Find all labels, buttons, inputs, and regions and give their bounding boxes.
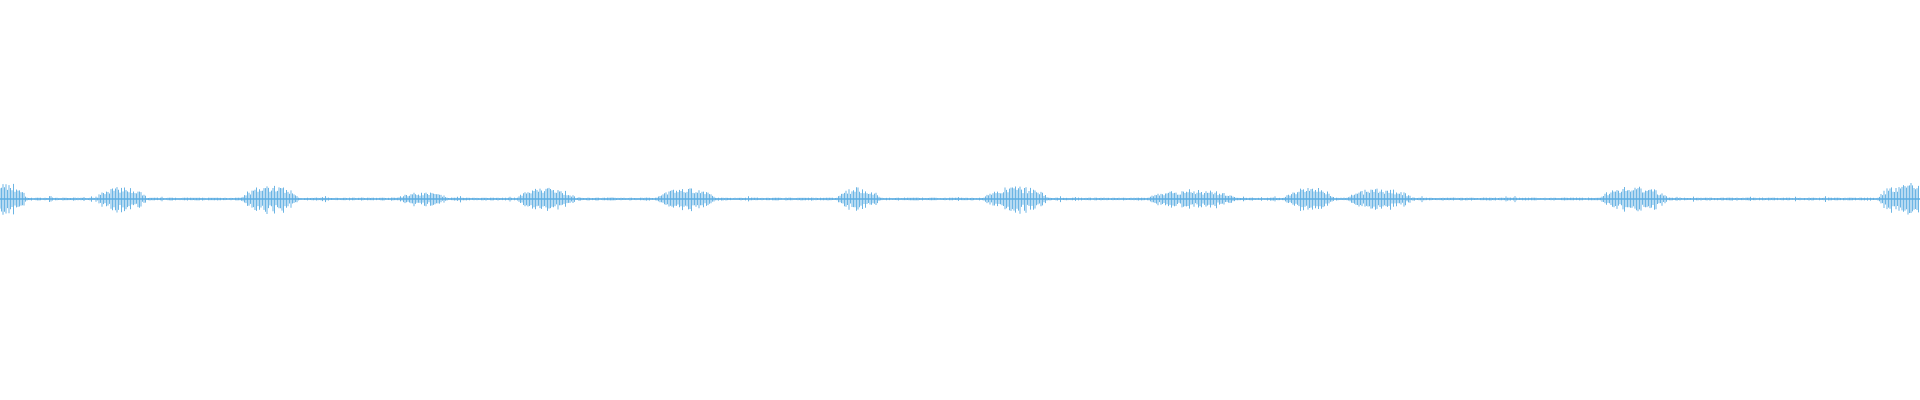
waveform-samples [0,183,1919,215]
